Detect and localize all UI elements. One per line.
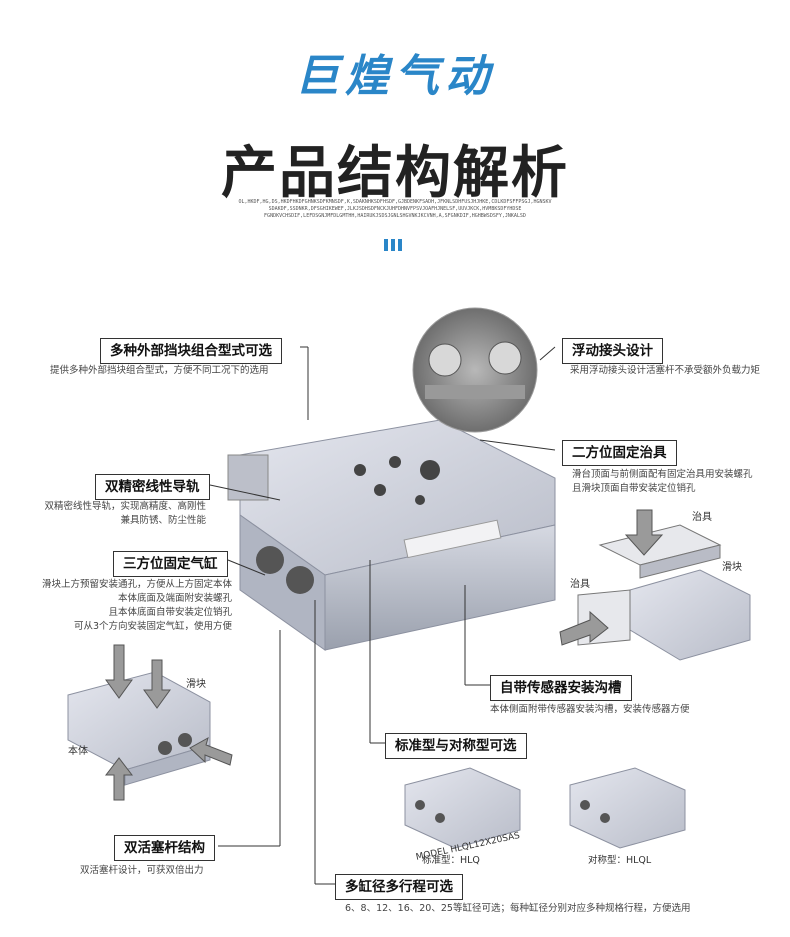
- connector-lines: [209, 346, 556, 885]
- callout-types-label: 标准型与对称型可选: [385, 733, 527, 759]
- fixture-illustration: [559, 509, 751, 661]
- standard-type-illustration: [404, 767, 521, 849]
- caption-standard-type: 标准型：HLQ: [422, 855, 480, 866]
- label-slider-left: 滑块: [186, 679, 206, 690]
- callout-rail-desc-2: 兼具防锈、防尘性能: [120, 515, 206, 526]
- tiny-text-line-1: OL,HKDF,HG,DS,HKDFHKDFGHNKSDFKMNSDF,K,SD…: [238, 199, 552, 205]
- label-fixture-top: 治具: [692, 512, 712, 523]
- callout-stopper-desc: 提供多种外部挡块组合型式，方便不同工况下的选用: [50, 365, 269, 376]
- caption-symmetric-type: 对称型：HLQL: [588, 855, 652, 866]
- callout-rail-label: 双精密线性导轨: [95, 474, 210, 500]
- callout-cylinder-desc-2: 本体底面及端面附安装螺孔: [117, 593, 232, 604]
- callout-sensor-label: 自带传感器安装沟槽: [490, 675, 632, 701]
- callout-piston-desc: 双活塞杆设计，可获双倍出力: [80, 865, 204, 876]
- callout-fixture-desc-1: 滑台顶面与前侧面配有固定治具用安装螺孔: [572, 469, 753, 480]
- main-slide-cylinder: [227, 419, 556, 651]
- symmetric-type-illustration: [569, 767, 686, 849]
- callout-cylinder-label: 三方位固定气缸: [113, 551, 228, 577]
- callout-cylinder-desc-4: 可从3个方向安装固定气缸，使用方便: [73, 621, 232, 632]
- page-title: 产品结构解析: [221, 141, 569, 206]
- label-body: 本体: [68, 746, 88, 757]
- label-slider-right: 滑块: [722, 562, 742, 573]
- callout-cylinder-desc-1: 滑块上方预留安装通孔，方便从上方固定本体: [41, 579, 232, 590]
- callout-joint-label: 浮动接头设计: [562, 338, 663, 364]
- callout-joint-desc: 采用浮动接头设计活塞杆不承受额外负载力矩: [570, 365, 761, 376]
- callout-sensor-desc: 本体侧面附带传感器安装沟槽，安装传感器方便: [490, 704, 690, 715]
- brand-logo-text: 巨煌气动: [295, 51, 495, 102]
- decor-bars: [384, 236, 408, 251]
- callout-bore-label: 多缸径多行程可选: [335, 874, 463, 900]
- joint-closeup: [412, 307, 538, 433]
- callout-cylinder-desc-3: 且本体底面自带安装定位销孔: [108, 607, 232, 618]
- mounting-illustration: [67, 644, 233, 801]
- callout-rail-desc-1: 双精密线性导轨，实现高精度、高刚性: [44, 501, 206, 512]
- tiny-text-line-3: FGNDKVCHSDIF,LEFDSGNJMFDLGMTHH,HAIRUKJSD…: [264, 213, 526, 219]
- callout-fixture-label: 二方位固定治具: [562, 440, 677, 466]
- callout-bore-desc: 6、8、12、16、20、25等缸径可选；每种缸径分别对应多种规格行程，方便选用: [345, 903, 691, 914]
- callout-fixture-desc-2: 且滑块顶面自带安装定位销孔: [572, 483, 696, 494]
- callout-stopper-label: 多种外部挡块组合型式可选: [100, 338, 282, 364]
- tiny-text-line-2: SDAKDF,SSDNKR,DFSGHIKEWEF,JLKJSDHSDFNCKJ…: [268, 206, 522, 212]
- callout-piston-label: 双活塞杆结构: [114, 835, 215, 861]
- label-fixture-left: 治具: [570, 579, 590, 590]
